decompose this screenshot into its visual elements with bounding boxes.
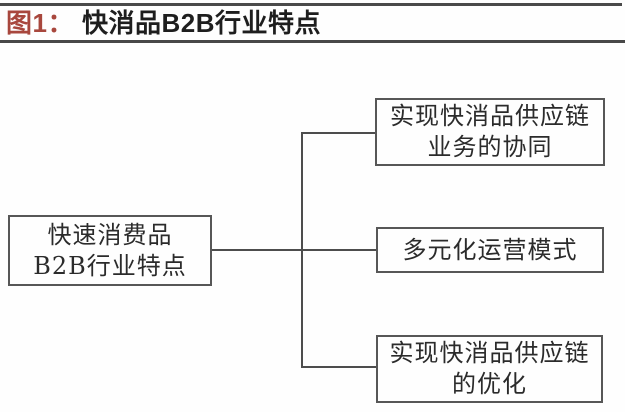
connector-trunk-vertical [301,132,303,368]
branch3-line1: 实现快消品供应链 [389,339,590,367]
branch1-line1: 实现快消品供应链 [390,102,590,130]
figure-title: 图1：快消品B2B行业特点 [6,8,621,38]
figure-title-text: 快消品B2B行业特点 [81,8,321,38]
branch3-line2: 的优化 [452,370,527,398]
branch1-line2: 业务的协同 [427,133,553,161]
root-node-line2: B2B行业特点 [33,251,187,280]
branch-node-supply-chain-optimization: 实现快消品供应链 的优化 [376,335,603,403]
branch-node-diversified-operations: 多元化运营模式 [376,227,604,273]
branch2-line1: 多元化运营模式 [402,235,578,264]
title-underline [0,40,625,43]
connector-top-branch [303,132,375,134]
root-node-fmcg-b2b-traits: 快速消费品 B2B行业特点 [8,215,212,286]
top-rule [0,3,622,6]
connector-root-horizontal [212,249,376,251]
branch-node-supply-chain-collaboration: 实现快消品供应链 业务的协同 [375,98,605,166]
connector-bottom-branch [303,366,376,368]
figure-number-label: 图1： [6,8,74,38]
root-node-line1: 快速消费品 [47,220,173,249]
